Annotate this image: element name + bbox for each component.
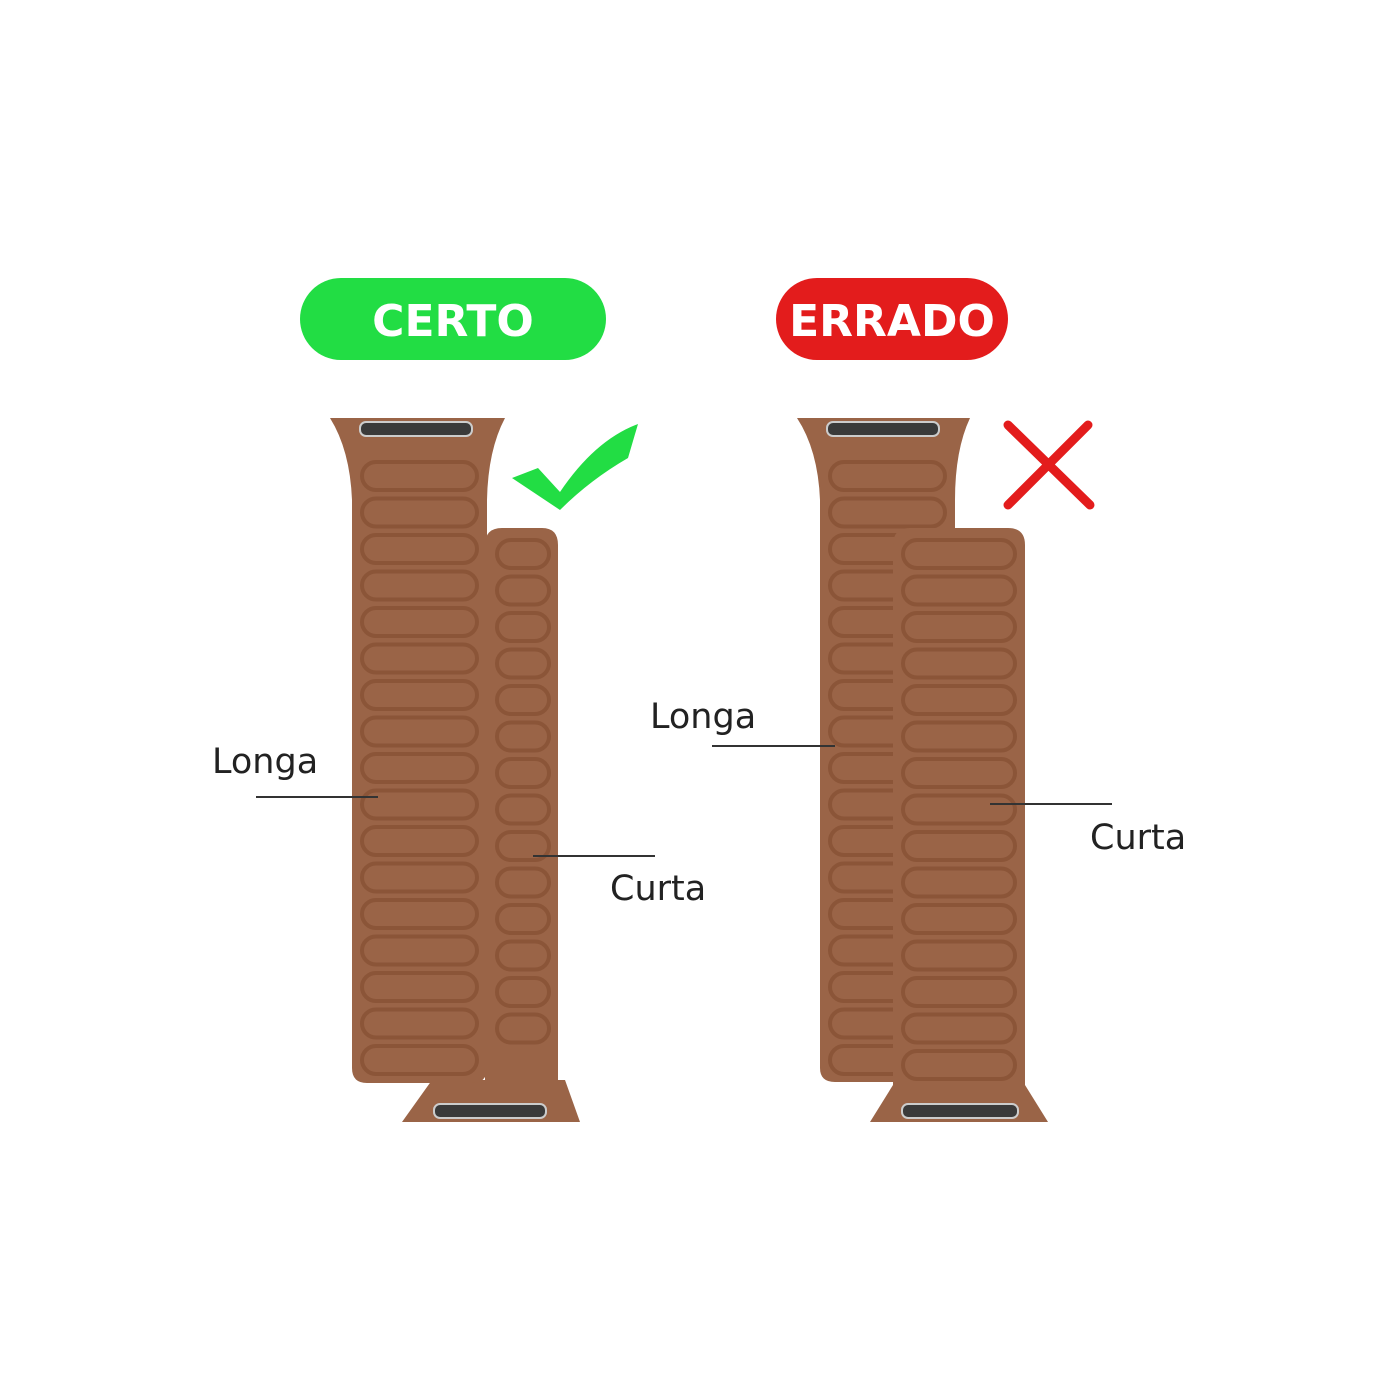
band-ridge: [901, 647, 1017, 680]
short-label: Curta: [610, 869, 706, 909]
band-ridge: [360, 788, 479, 821]
checkmark-icon: [512, 424, 638, 510]
band-ridge: [495, 720, 551, 753]
band-ridge: [495, 757, 551, 789]
band-ridge: [495, 538, 551, 570]
band-ridge: [360, 715, 479, 748]
band-ridge: [495, 611, 551, 643]
band-ridge: [828, 460, 947, 492]
band-ridge: [360, 825, 479, 857]
connector: [433, 1103, 547, 1119]
band-ridge: [360, 496, 479, 529]
connector: [359, 421, 473, 437]
band-ridge: [901, 866, 1017, 899]
long-label: Longa: [212, 742, 318, 782]
band-ridge: [495, 793, 551, 826]
band-ridge: [495, 1012, 551, 1045]
band-ridge: [495, 574, 551, 607]
band-ridge: [901, 830, 1017, 862]
band-ridge: [360, 533, 479, 565]
band-ridge: [360, 861, 479, 894]
band-ridge: [901, 976, 1017, 1008]
band-ridge: [360, 642, 479, 675]
band-ridge: [901, 538, 1017, 570]
band-ridge: [360, 1044, 479, 1076]
band-ridge: [360, 1007, 479, 1040]
band-ridge: [360, 752, 479, 784]
correct-badge: [300, 278, 606, 360]
band-ridge: [901, 720, 1017, 753]
long-label: Longa: [650, 697, 756, 737]
connector: [826, 421, 940, 437]
band-ridge: [495, 684, 551, 716]
short-band: [402, 528, 580, 1122]
correct-badge-label: CERTO: [372, 296, 534, 347]
band-ridge: [360, 934, 479, 967]
band-ridge: [901, 793, 1017, 826]
band-ridge: [360, 898, 479, 930]
band-ridge: [360, 569, 479, 602]
band-ridge: [901, 1012, 1017, 1045]
band-ridge: [495, 866, 551, 899]
long-band: [330, 418, 505, 1083]
band-ridge: [360, 679, 479, 711]
band-ridge: [495, 976, 551, 1008]
x-mark-icon: [1003, 420, 1095, 510]
connector: [901, 1103, 1019, 1119]
wrong-badge: [776, 278, 1008, 360]
wrong-badge-label: ERRADO: [789, 296, 995, 347]
short-band: [870, 528, 1048, 1122]
panel-wrong: ERRADO Longa Curta: [650, 278, 1186, 1122]
band-ridge: [828, 496, 947, 529]
band-ridge: [901, 1049, 1017, 1081]
band-ridge: [901, 574, 1017, 607]
band-ridge: [360, 971, 479, 1003]
band-ridge: [901, 684, 1017, 716]
band-ridge: [901, 757, 1017, 789]
band-ridge: [360, 460, 479, 492]
band-ridge: [901, 611, 1017, 643]
band-ridge: [495, 830, 551, 862]
band-ridge: [495, 903, 551, 935]
band-ridge: [360, 606, 479, 638]
band-ridge: [495, 647, 551, 680]
short-label: Curta: [1090, 818, 1186, 858]
band-ridge: [495, 939, 551, 972]
band-ridge: [901, 903, 1017, 935]
band-ridge: [901, 939, 1017, 972]
panel-correct: CERTO Longa Curta: [212, 278, 706, 1122]
